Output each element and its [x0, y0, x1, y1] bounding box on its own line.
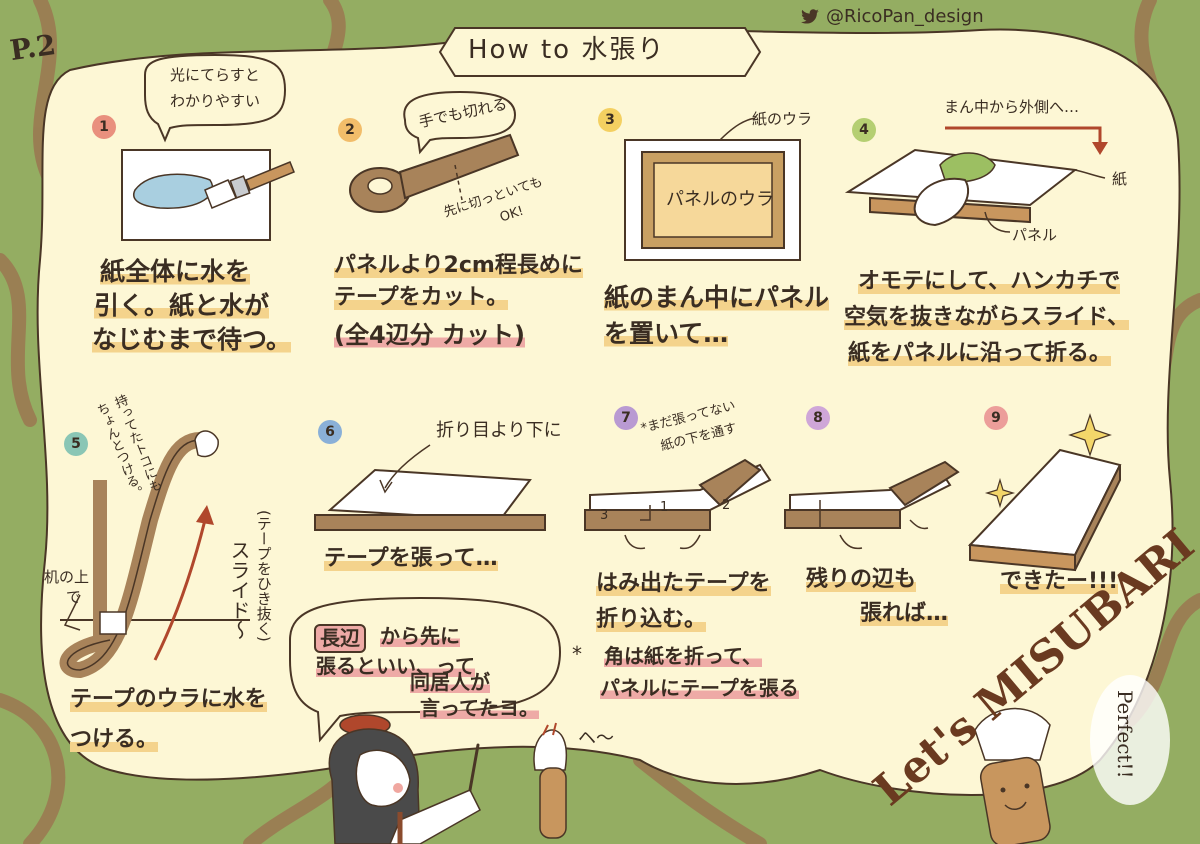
step-8-caption-line-2: 張れば…: [860, 600, 949, 628]
step-3-label-paper-back: 紙のウラ: [752, 110, 813, 128]
brush-icon: [204, 161, 295, 209]
step-9-illustration: [967, 413, 1122, 572]
speech-bubble: [403, 90, 517, 155]
step-7-footnote-line-2: パネルにテープを張る: [600, 676, 799, 701]
speech-bubble: [144, 53, 287, 143]
step-4-caption-line-3: 紙をパネルに沿って折る。: [848, 340, 1111, 368]
brush-sound: ヘ〜: [578, 728, 614, 749]
step-1-bubble-line-1: 光にてらすと: [170, 66, 260, 84]
step-5-caption-line-1: テープのウラに水を: [70, 686, 267, 714]
page-label: P.2: [7, 27, 58, 68]
page-title: How to 水張り: [468, 35, 666, 65]
step-5-note-desk-line-1: 机の上: [44, 568, 90, 586]
perfect-label: Perfect!!: [1113, 690, 1137, 779]
step-6-caption: テープを張って…: [324, 545, 498, 573]
step-9-badge: 9: [984, 406, 1008, 430]
step-7-mark-1: 1: [660, 500, 669, 515]
step-2-illustration: [349, 90, 520, 213]
credit-handle: @RicoPan_design: [826, 6, 984, 27]
step-7-mark-2: 2: [722, 498, 731, 513]
slide-arrow: [153, 519, 207, 661]
step-7-mark-3: 3: [600, 508, 609, 523]
finger-hand: [194, 430, 219, 458]
panel-side: [314, 514, 546, 531]
credit: @RicoPan_design: [800, 6, 984, 29]
step-4-caption-line-2: 空気を抜きながらスライド、: [844, 304, 1130, 332]
step-4-caption-line-1: オモテにして、ハンカチで: [858, 268, 1121, 296]
step-3-caption-line-2: を置いて…: [604, 318, 729, 350]
step-1-illustration: [121, 53, 295, 241]
step-7-badge: 7: [614, 406, 638, 430]
step-4-label-paper: 紙: [1112, 170, 1128, 188]
step-7-caption-line-2: 折り込む。: [596, 606, 707, 634]
character-girl: [328, 714, 481, 844]
brush-character: [533, 722, 567, 839]
step-1-caption-line-2: 引く。紙と水が: [94, 290, 270, 322]
step-7-illustration: [584, 458, 772, 550]
step-1-caption-line-1: 紙全体に水を: [100, 256, 251, 288]
step-3-badge: 3: [598, 108, 622, 132]
step-2-caption-line-1: パネルより2cm程長めに: [334, 252, 583, 280]
step-7-caption-line-1: はみ出たテープを: [596, 570, 771, 598]
step-3-caption-line-1: 紙のまん中にパネル: [604, 282, 830, 314]
step-1-caption-line-3: なじむまで待つ。: [92, 324, 292, 356]
title-plaque: [438, 27, 762, 77]
direction-arrow: [945, 126, 1102, 145]
speech-line-1: から先に: [380, 624, 460, 649]
sparkle-icon: [984, 477, 1016, 509]
speech-line-3: 同居人が: [410, 670, 490, 695]
step-4-label-panel: パネル: [1012, 226, 1058, 244]
step-8-badge: 8: [806, 406, 830, 430]
step-5-badge: 5: [64, 432, 88, 456]
step-6-illustration: [314, 444, 546, 531]
step-5-note-desk-line-2: で: [66, 588, 82, 606]
step-5-illustration: [59, 430, 250, 679]
step-2-badge: 2: [338, 118, 362, 142]
step-4-illustration: [844, 126, 1108, 233]
twitter-bird-icon: [801, 9, 819, 24]
step-6-badge: 6: [318, 420, 342, 444]
step-6-note-fold: 折り目より下に: [436, 420, 562, 441]
perfect-brush-character: [974, 675, 1170, 844]
step-4-badge: 4: [852, 118, 876, 142]
tape-roll-icon: [349, 133, 520, 213]
step-2-caption-line-2: テープをカット。: [334, 284, 509, 312]
step-8-illustration: [784, 460, 960, 550]
step-3-label-panel-back: パネルのウラ: [666, 189, 774, 210]
step-8-caption-line-1: 残りの辺も: [806, 566, 917, 594]
sparkle-icon: [1068, 413, 1112, 457]
hand: [913, 177, 970, 227]
speech-tag: 長辺: [314, 624, 366, 653]
speech-line-4: 言ってたヨ。: [420, 696, 539, 721]
step-5-note-slide-sub: (テープをひき抜く): [254, 510, 273, 642]
step-2-caption-line-3: (全4辺分 カット): [334, 320, 525, 350]
step-3-illustration: [624, 117, 801, 261]
step-7-footnote-mark: *: [572, 642, 582, 666]
step-1-bubble-line-2: わかりやすい: [170, 92, 261, 110]
step-4-note-direction: まん中から外側へ…: [944, 98, 1080, 116]
step-7-footnote-line-1: 角は紙を折って、: [604, 644, 762, 669]
step-5-note-slide: スライド〜: [227, 540, 251, 640]
brush-ferrule: [99, 611, 127, 635]
step-5-caption-line-2: つける。: [70, 726, 159, 754]
step-9-caption: できたー!!!: [1000, 568, 1119, 596]
step-1-badge: 1: [92, 115, 116, 139]
